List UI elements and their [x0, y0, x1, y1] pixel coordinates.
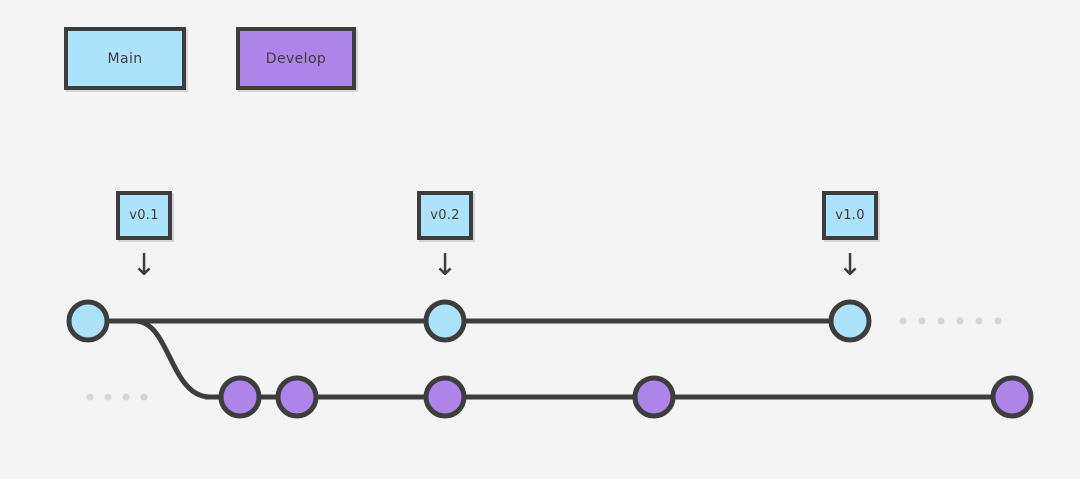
arrow-down-icon: ↓	[131, 248, 157, 283]
version-tag-label: v0.1	[129, 208, 159, 223]
version-tag-label: v0.2	[430, 208, 460, 223]
commit-node-main-c3[interactable]	[828, 299, 872, 343]
legend-item-develop[interactable]: Develop	[236, 27, 356, 90]
commit-node-dev-c2[interactable]	[275, 375, 319, 419]
legend-item-label: Develop	[265, 50, 327, 67]
commit-nodes-group	[66, 299, 1034, 419]
continuation-dot-develop	[140, 393, 148, 401]
commit-node-dev-c1[interactable]	[218, 375, 262, 419]
continuation-dot-develop	[104, 393, 112, 401]
commit-node-main-c1[interactable]	[66, 299, 110, 343]
branch-curve-main-to-develop	[132, 318, 213, 400]
continuation-dot-main	[918, 317, 926, 325]
branch-lines-group	[88, 318, 1012, 400]
continuation-dot-main	[956, 317, 964, 325]
continuation-dot-main	[975, 317, 983, 325]
branch-curve-group	[132, 318, 213, 400]
arrow-down-icon: ↓	[837, 248, 863, 283]
commit-node-dev-c5[interactable]	[990, 375, 1034, 419]
continuation-dots-group	[86, 317, 1002, 401]
version-tag-v0-2[interactable]: v0.2	[417, 191, 473, 240]
commit-node-main-c2[interactable]	[423, 299, 467, 343]
continuation-dot-main	[994, 317, 1002, 325]
continuation-dot-develop	[86, 393, 94, 401]
commit-node-dev-c3[interactable]	[423, 375, 467, 419]
continuation-dot-main	[937, 317, 945, 325]
commit-node-dev-c4[interactable]	[632, 375, 676, 419]
version-tag-v0-1[interactable]: v0.1	[116, 191, 172, 240]
version-tag-v1-0[interactable]: v1.0	[822, 191, 878, 240]
continuation-dot-develop	[122, 393, 130, 401]
continuation-dot-main	[899, 317, 907, 325]
arrow-down-icon: ↓	[432, 248, 458, 283]
version-tag-label: v1.0	[835, 208, 865, 223]
legend-item-label: Main	[107, 50, 143, 67]
legend-item-main[interactable]: Main	[64, 27, 186, 90]
